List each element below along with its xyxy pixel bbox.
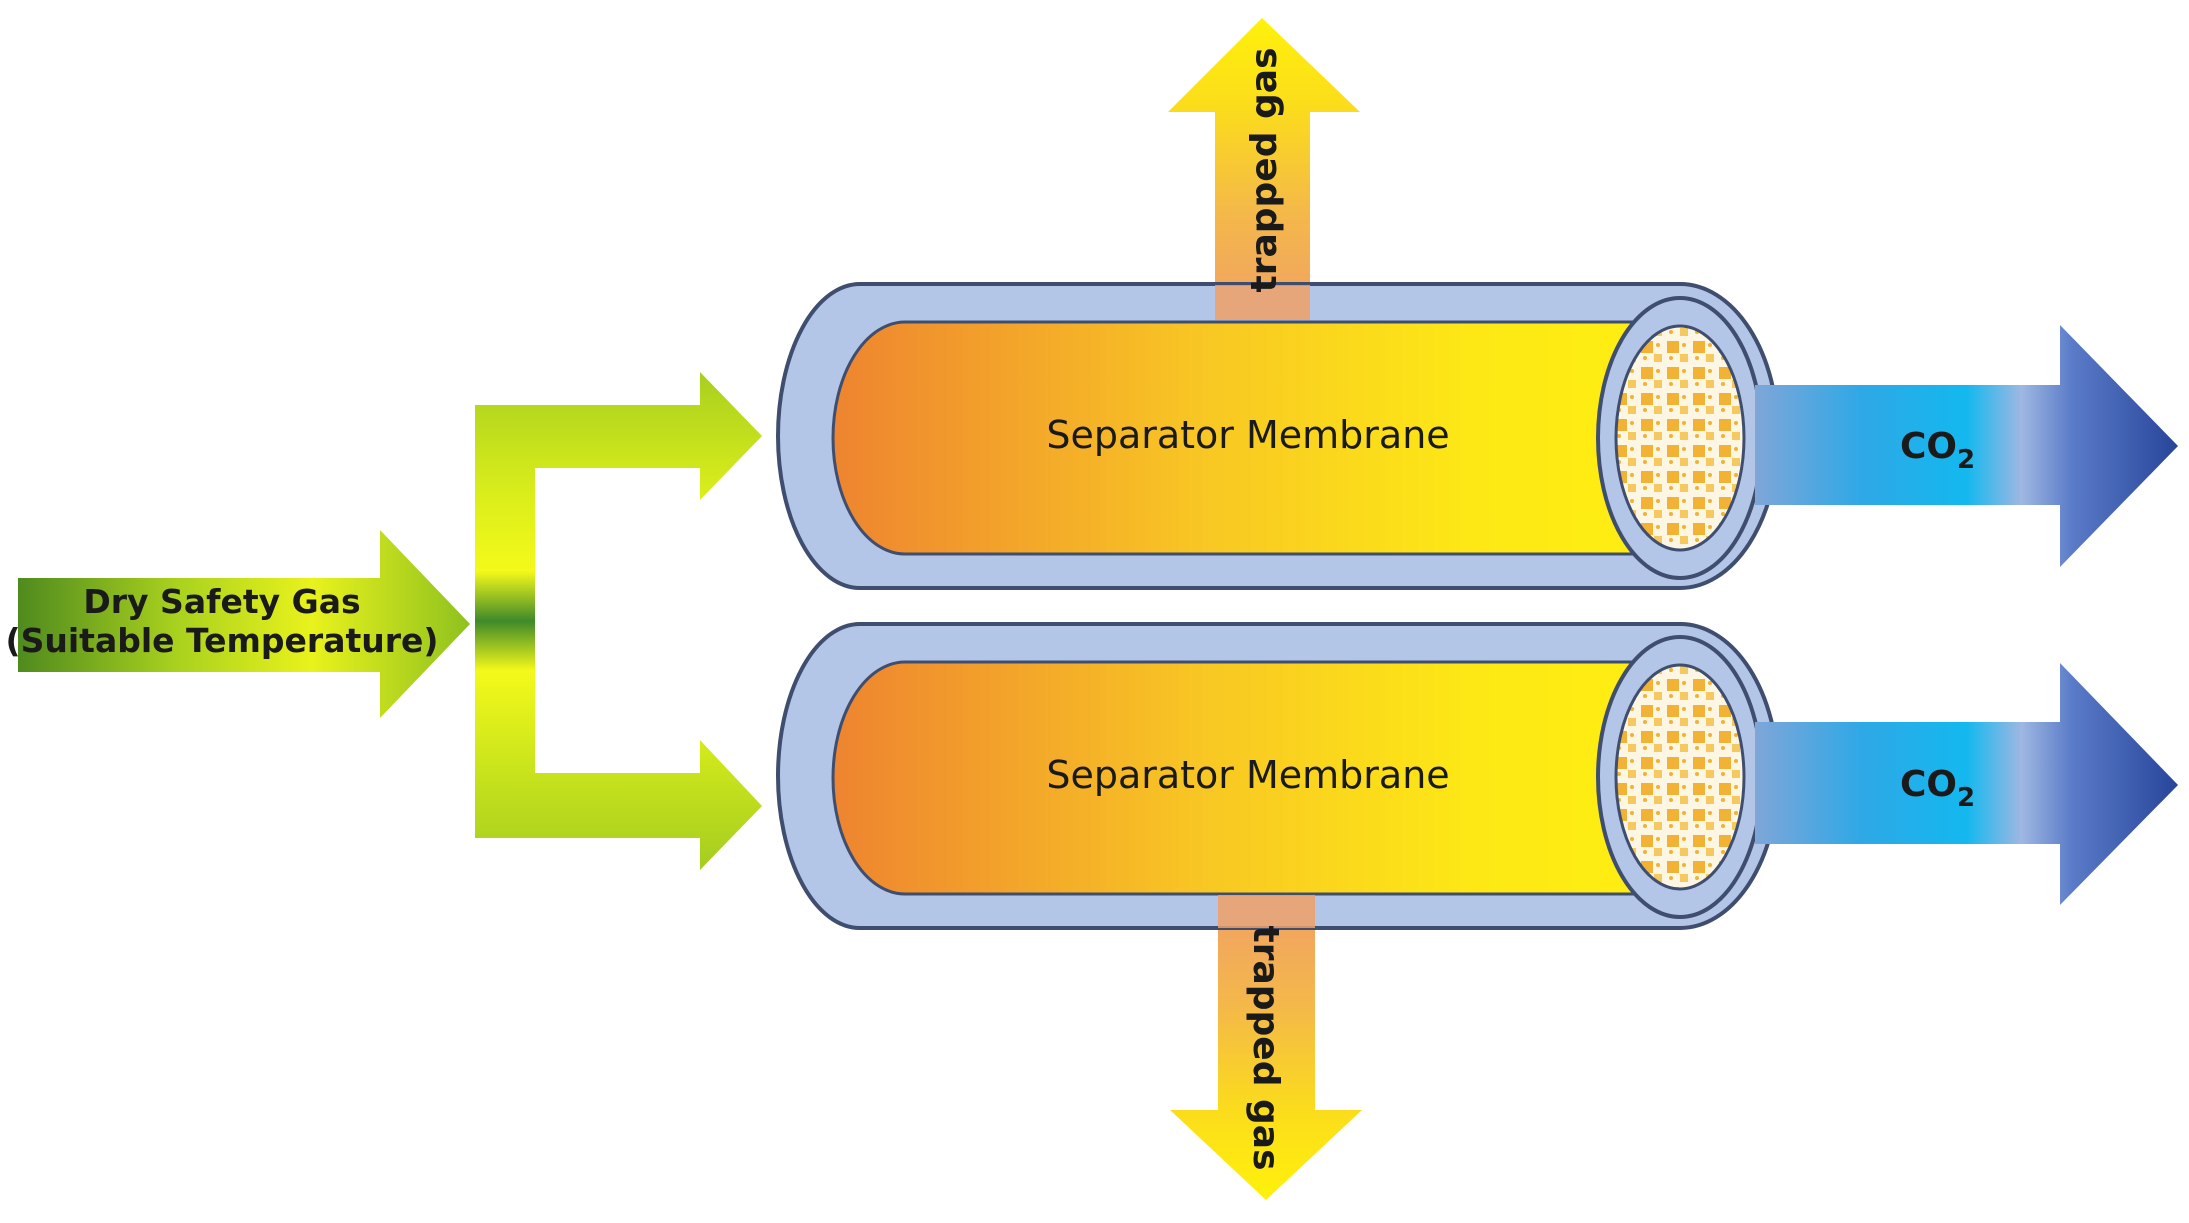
membrane-1-label: Separator Membrane (1046, 413, 1449, 457)
co2-outlet-arrow-1 (1755, 325, 2178, 567)
co2-label-2: CO2 (1900, 764, 1975, 813)
membrane-tube-1 (776, 282, 1780, 590)
inlet-label-line2: (Suitable Temperature) (6, 621, 439, 660)
honeycomb-mesh-icon (1614, 324, 1746, 552)
trapped-gas-arrow-up (1168, 18, 1360, 320)
trapped-gas-band-top (1215, 285, 1310, 320)
co2-label-1: CO2 (1900, 426, 1975, 475)
splitter-manifold (475, 372, 762, 870)
trapped-gas-arrow-down (1170, 900, 1362, 1200)
co2-outlet-arrow-2 (1755, 663, 2178, 905)
inlet-arrow (18, 530, 470, 718)
trapped-gas-label-bottom: trapped gas (1245, 925, 1286, 1170)
trapped-gas-label-top: trapped gas (1244, 47, 1285, 292)
trapped-gas-band-bottom (1218, 895, 1315, 928)
membrane-2-label: Separator Membrane (1046, 753, 1449, 797)
honeycomb-mesh-icon (1614, 663, 1746, 891)
inlet-label-line1: Dry Safety Gas (83, 582, 360, 621)
